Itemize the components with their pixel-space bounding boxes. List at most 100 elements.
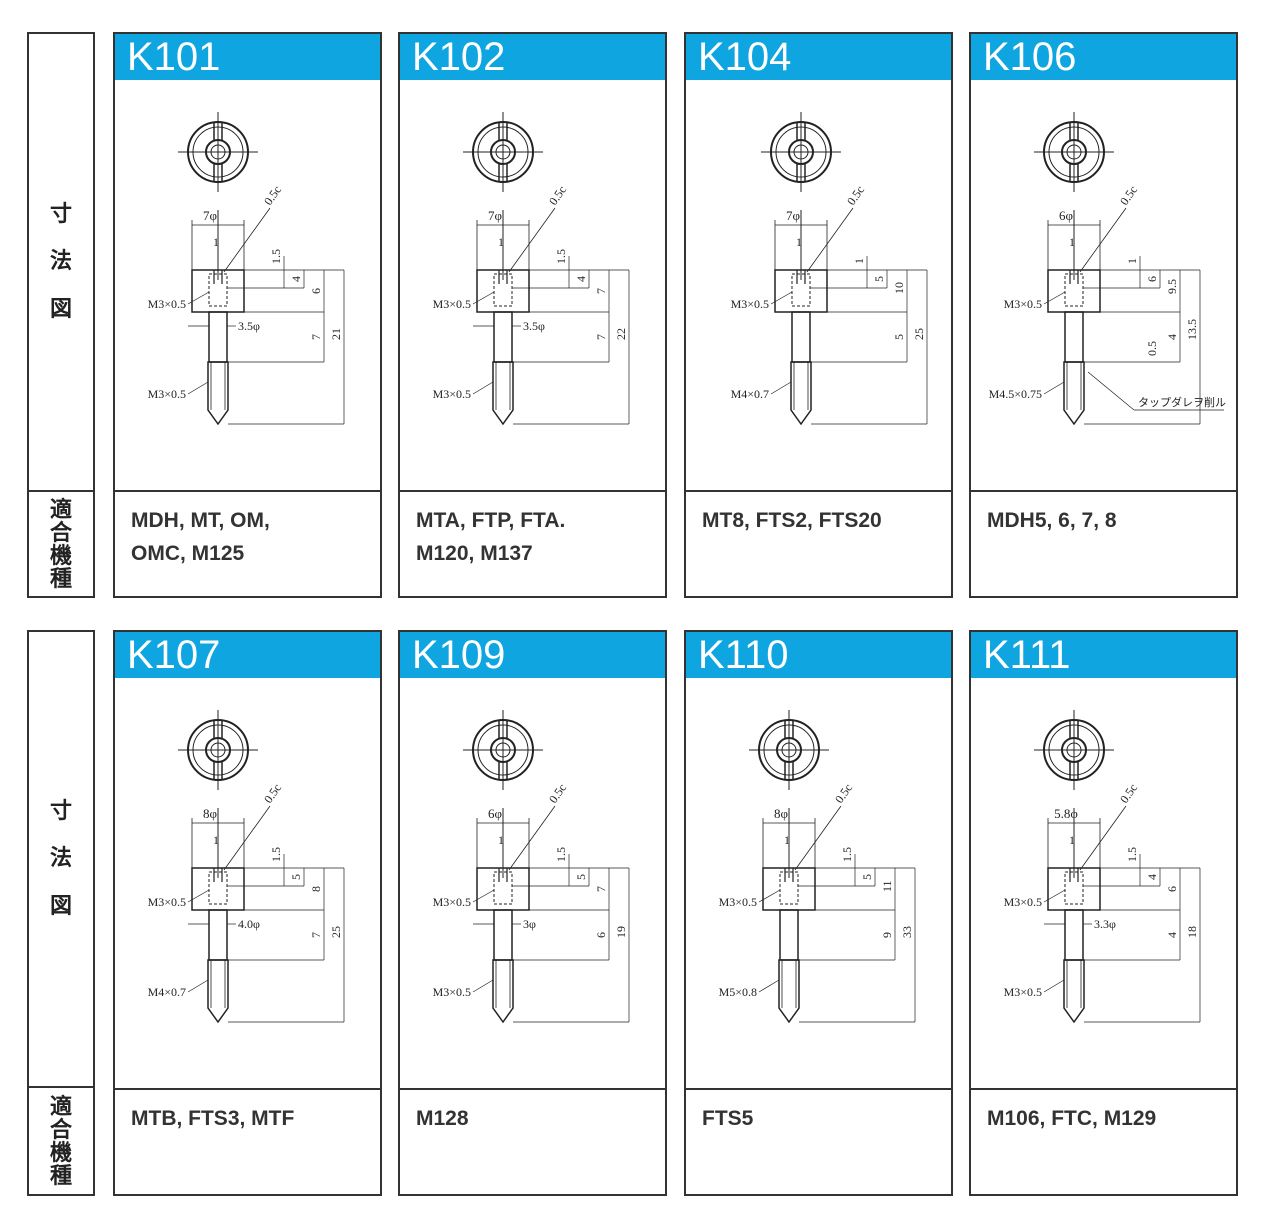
top-view-drawing <box>761 112 841 192</box>
total-length-label: 21 <box>329 328 343 340</box>
label-char: 法 <box>49 846 72 872</box>
part-code: K106 <box>971 34 1236 80</box>
dimension-label-d3: 9.5 <box>1165 279 1179 294</box>
thread-top-label: M3×0.5 <box>433 297 471 311</box>
side-label-column-row-1: 寸 法 図 適 合 機 種 <box>27 32 95 598</box>
neck-diameter-label: 3.5φ <box>238 319 260 333</box>
thread-bottom-label: M5×0.8 <box>719 985 757 999</box>
slot-width-label: 1 <box>1069 235 1075 249</box>
compatible-models-label: 適 合 機 種 <box>29 1088 93 1196</box>
thread-bottom-label: M3×0.5 <box>433 387 471 401</box>
label-char: 種 <box>49 567 72 593</box>
top-diameter-label: 7φ <box>488 208 502 223</box>
label-char: 寸 <box>49 202 72 228</box>
part-code: K102 <box>400 34 665 80</box>
thread-bottom-label: M4×0.7 <box>148 985 186 999</box>
label-char: 種 <box>49 1164 72 1190</box>
dimension-label-d2: 4 <box>289 276 303 282</box>
label-char: 法 <box>49 249 72 275</box>
dimension-label-d1: 1.5 <box>554 249 568 264</box>
slot-width-label: 1 <box>796 235 802 249</box>
dimension-label-d3: 11 <box>880 880 894 892</box>
dimension-label-d2: 5 <box>860 874 874 880</box>
label-char: 適 <box>49 497 72 523</box>
label-char: 図 <box>49 893 72 919</box>
top-view-drawing <box>178 112 258 192</box>
thread-top-label: M3×0.5 <box>1004 895 1042 909</box>
top-diameter-label: 6φ <box>1059 208 1073 223</box>
total-length-label: 18 <box>1185 926 1199 938</box>
top-diameter-label: 6φ <box>488 806 502 821</box>
top-diameter-label: 7φ <box>203 208 217 223</box>
label-char: 機 <box>49 1141 72 1166</box>
top-view-drawing <box>463 710 543 790</box>
dimension-label-d1: 1.5 <box>269 249 283 264</box>
chamfer-label: 0.5c <box>546 183 569 208</box>
dimension-label-d4: 6 <box>594 932 608 938</box>
dimension-label-d3: 7 <box>594 886 608 892</box>
dimension-drawing-label: 寸 法 図 <box>29 632 93 1086</box>
label-char: 合 <box>49 520 72 546</box>
thread-bottom-label: M3×0.5 <box>148 387 186 401</box>
slot-width-label: 1 <box>498 833 504 847</box>
dimension-label-d4: 4 <box>1165 334 1179 340</box>
chamfer-label: 0.5c <box>261 183 284 208</box>
dimension-label-d3: 10 <box>892 282 906 294</box>
dimension-label-d2: 5 <box>289 874 303 880</box>
dimension-label-d1: 1.5 <box>554 847 568 862</box>
neck-diameter-label: 3.5φ <box>523 319 545 333</box>
dimension-label-d2: 4 <box>1145 874 1159 880</box>
thread-top-label: M3×0.5 <box>148 297 186 311</box>
side-label-column-row-2: 寸 法 図 適 合 機 種 <box>27 630 95 1196</box>
thread-top-label: M3×0.5 <box>433 895 471 909</box>
top-view-drawing <box>1034 710 1114 790</box>
compatible-models: FTS5 <box>686 1088 951 1194</box>
part-code: K110 <box>686 632 951 678</box>
compatible-models: MDH5, 6, 7, 8 <box>971 490 1236 596</box>
chamfer-label: 0.5c <box>1117 183 1140 208</box>
compatible-models: MTA, FTP, FTA. M120, M137 <box>400 490 665 596</box>
dimension-label-d2: 4 <box>574 276 588 282</box>
dimension-label-d3: 6 <box>1165 886 1179 892</box>
thread-bottom-label: M4×0.7 <box>731 387 769 401</box>
dimension-label-d2: 5 <box>872 276 886 282</box>
dimension-label-d4: 9 <box>880 932 894 938</box>
label-char: 適 <box>49 1094 72 1120</box>
dimension-drawing-label: 寸 法 図 <box>29 34 93 490</box>
chamfer-label: 0.5c <box>1117 781 1140 806</box>
label-char: 合 <box>49 1117 72 1143</box>
total-length-label: 33 <box>900 926 914 938</box>
compatible-models: MT8, FTS2, FTS20 <box>686 490 951 596</box>
neck-diameter-label: 3.3φ <box>1094 917 1116 931</box>
slot-width-label: 1 <box>784 833 790 847</box>
trim-note-label: タップダレヲ削ル <box>1138 395 1226 409</box>
label-char: 機 <box>49 544 72 569</box>
part-code: K109 <box>400 632 665 678</box>
total-length-label: 13.5 <box>1185 319 1199 340</box>
dimension-label-d1: 1.5 <box>269 847 283 862</box>
top-diameter-label: 8φ <box>774 806 788 821</box>
dimension-label-d3: 7 <box>594 288 608 294</box>
slot-width-label: 1 <box>213 235 219 249</box>
